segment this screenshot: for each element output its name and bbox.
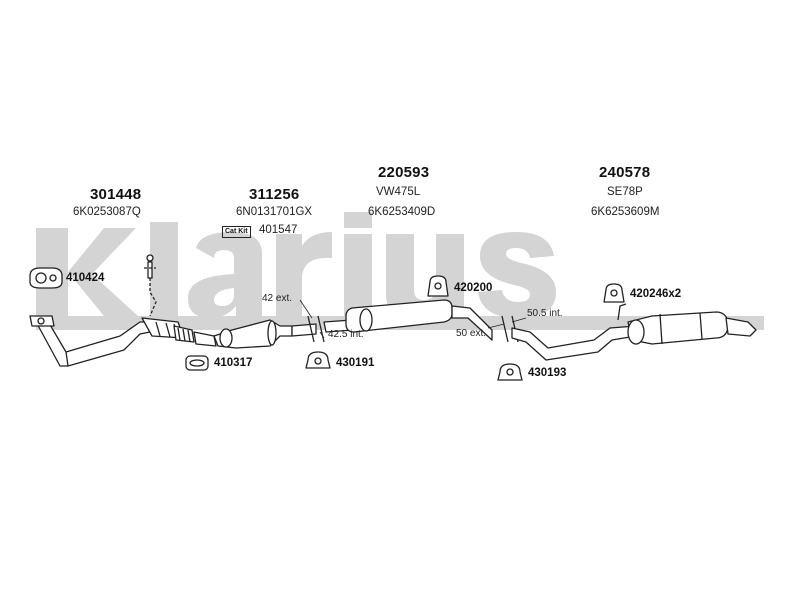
part-number-240578: 240578 <box>599 164 651 181</box>
rear-silencer-240578 <box>511 303 757 361</box>
catalytic-converter-311256 <box>193 319 317 349</box>
oem-ref-6K6253409D: 6K6253409D <box>368 206 436 218</box>
oem-ref-6K6253609M: 6K6253609M <box>591 206 660 218</box>
part-number-301448: 301448 <box>90 186 142 203</box>
part-number-311256: 311256 <box>249 186 300 203</box>
silencer-code-SE78P: SE78P <box>607 186 643 198</box>
cat-kit-number: 401547 <box>259 224 298 236</box>
front-pipe-301448 <box>29 254 195 367</box>
mount-430193-icon <box>497 363 523 381</box>
dim-42-ext: 42 ext. <box>262 293 293 304</box>
fitting-410317: 410317 <box>214 357 253 369</box>
ring-410317-icon <box>185 355 209 371</box>
oem-ref-6K0253087Q: 6K0253087Q <box>73 206 141 218</box>
oem-ref-6N0131701GX: 6N0131701GX <box>236 206 313 218</box>
fitting-420200: 420200 <box>454 282 493 294</box>
dim-50-5-int: 50.5 int. <box>527 308 563 319</box>
fitting-430193: 430193 <box>528 367 567 379</box>
part-number-220593: 220593 <box>378 164 430 181</box>
silencer-code-VW475L: VW475L <box>376 186 421 198</box>
cat-kit-badge: Cat Kit <box>222 226 251 238</box>
dim-50-ext: 50 ext. <box>456 328 487 339</box>
mount-420246-icon <box>603 283 625 303</box>
fitting-410424: 410424 <box>66 272 105 284</box>
fitting-420246x2: 420246x2 <box>630 288 682 300</box>
mount-420200-icon <box>427 275 449 297</box>
gasket-410424-icon <box>29 267 63 289</box>
fitting-430191: 430191 <box>336 357 375 369</box>
mount-430191-icon <box>305 351 331 369</box>
dim-42-5-int: 42.5 int. <box>328 329 364 340</box>
middle-silencer-220593 <box>323 289 493 341</box>
